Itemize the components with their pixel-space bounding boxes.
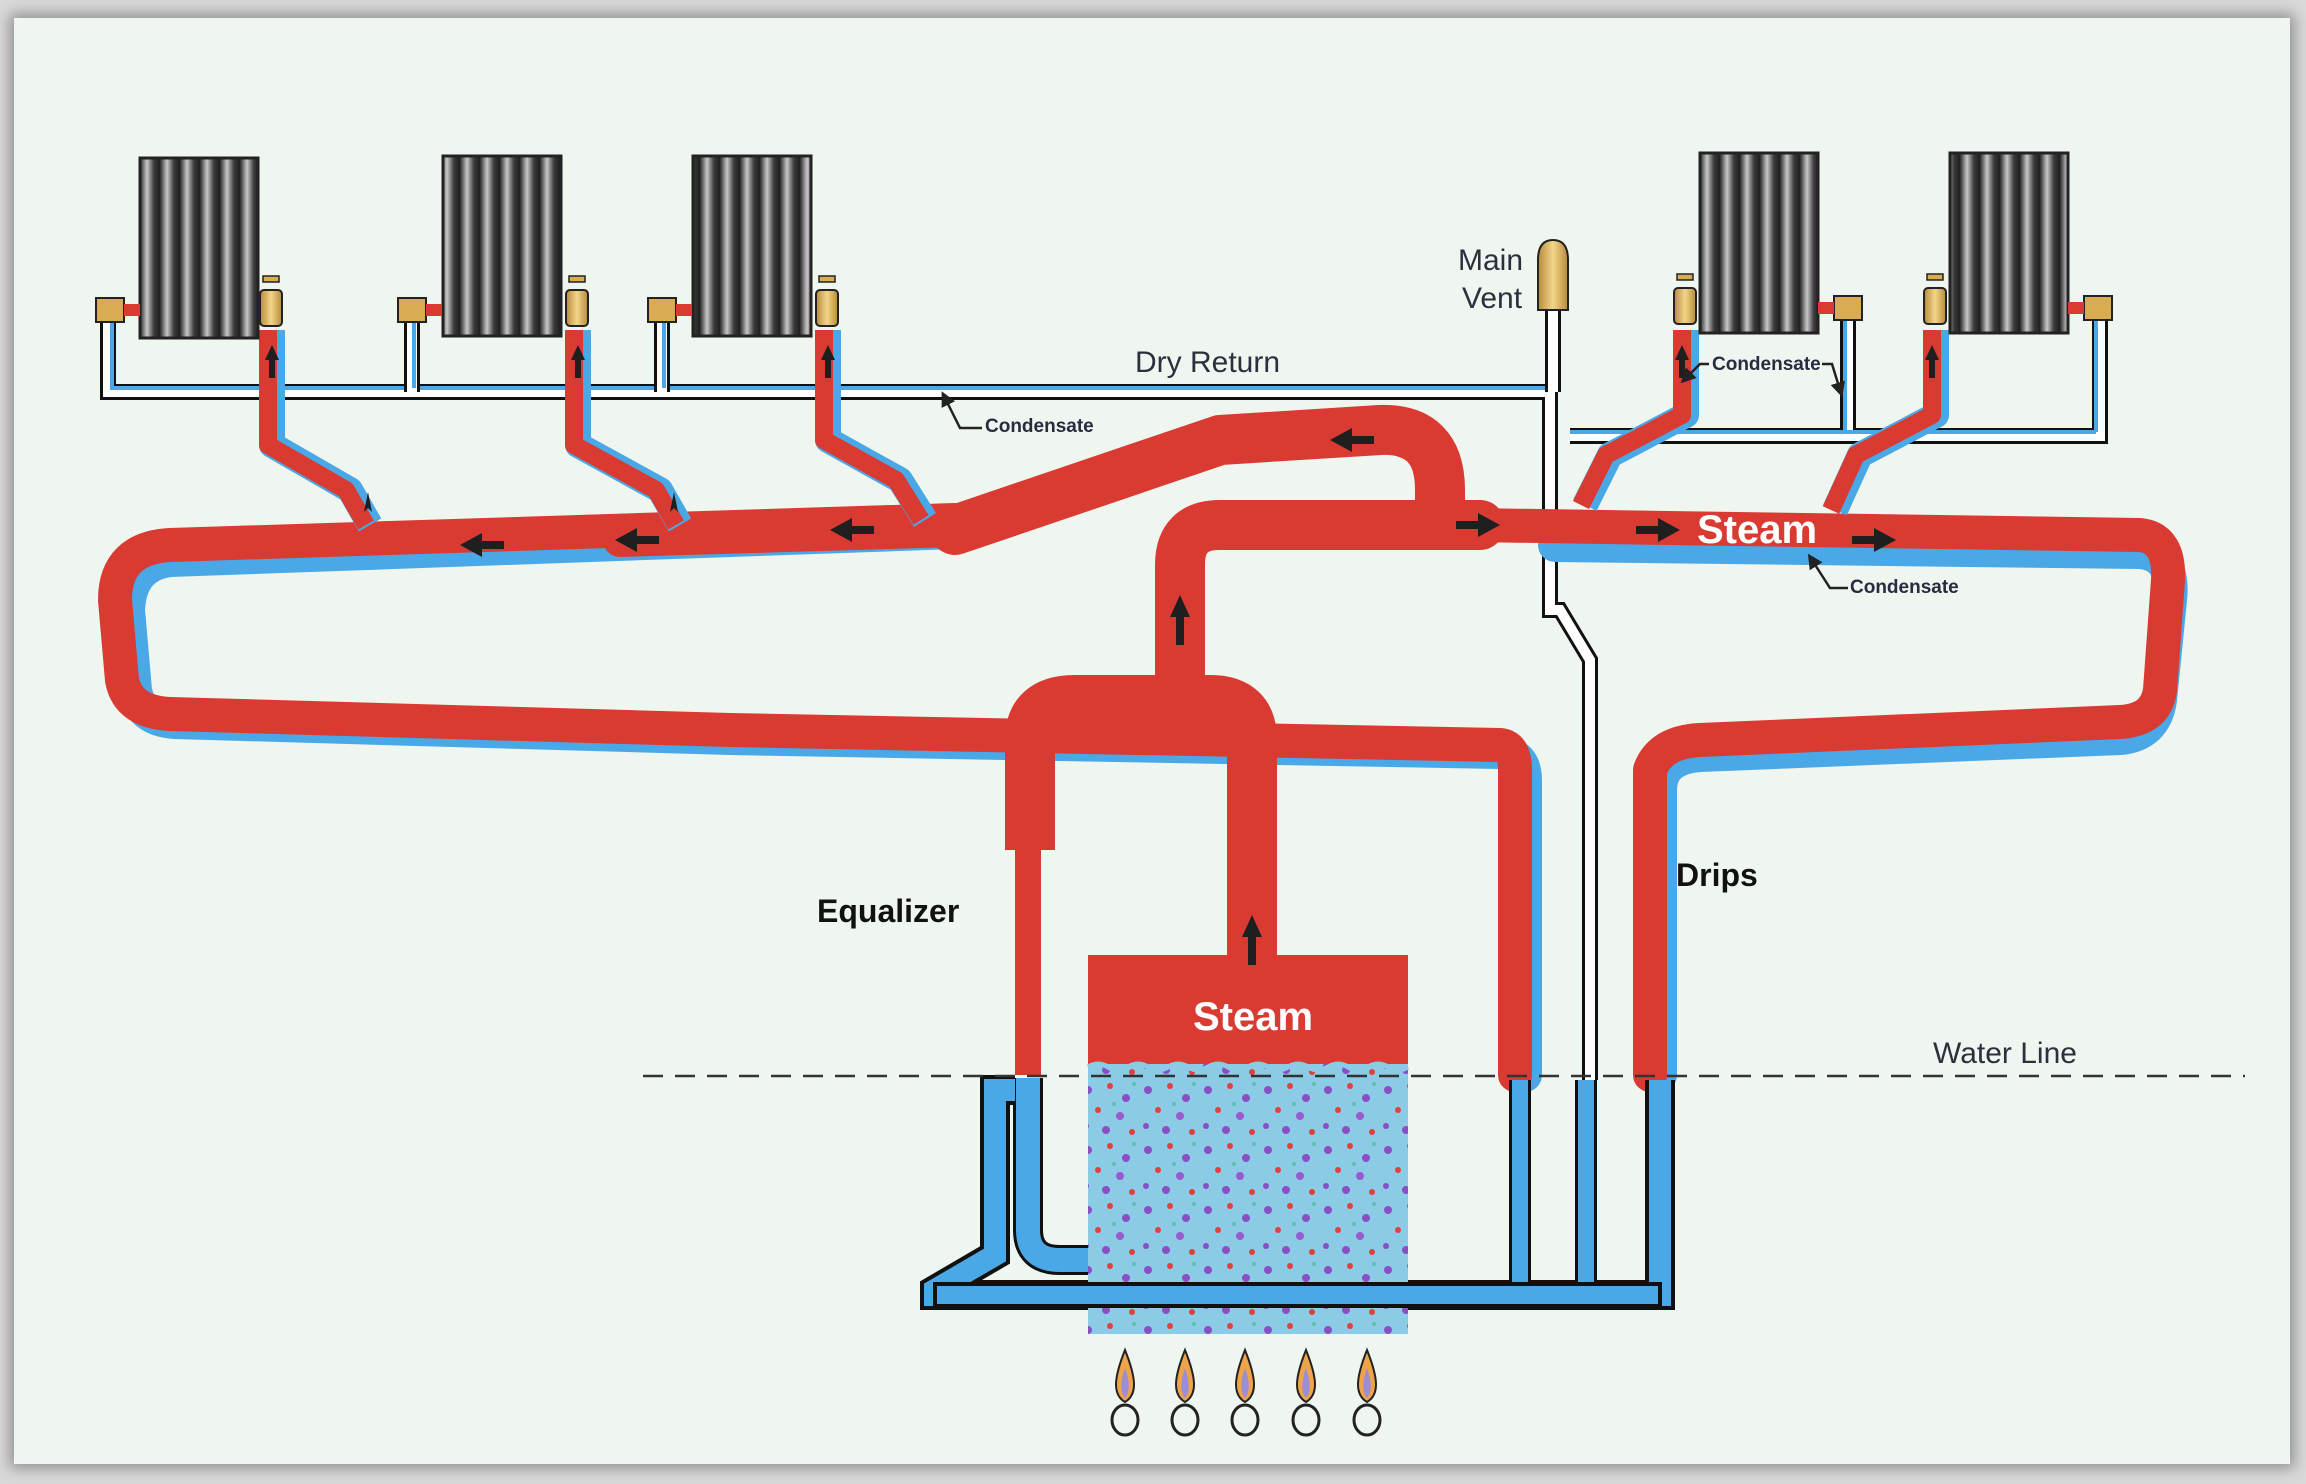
boiler-steam-space xyxy=(1088,955,1408,1067)
arrow-left-icon xyxy=(1330,428,1374,452)
radiator-valve-icon xyxy=(565,289,589,327)
radiators xyxy=(95,151,2113,340)
steam-main-label: Steam xyxy=(1697,508,1817,552)
flow-arrows xyxy=(265,345,1939,965)
radiator-vent-icon xyxy=(397,297,427,323)
radiator-valve-icon xyxy=(815,289,839,327)
arrow-up-icon xyxy=(364,492,372,512)
radiator-valve-icon xyxy=(1673,287,1697,325)
arrow-up-icon xyxy=(1925,345,1939,378)
dry-return-pipe xyxy=(100,305,2108,1080)
condensate-leaders xyxy=(941,362,1848,590)
arrow-left-icon xyxy=(830,518,874,542)
radiator-valve-icon xyxy=(259,289,283,327)
boiler xyxy=(933,955,1662,1334)
radiator xyxy=(647,154,839,338)
radiator-risers xyxy=(259,330,1949,532)
arrow-up-icon xyxy=(1170,595,1190,645)
condensate-label: Condensate xyxy=(1712,354,1821,375)
labels: Main Vent Dry Return Condensate Condensa… xyxy=(817,244,2077,1070)
water-line-label: Water Line xyxy=(1933,1037,2077,1070)
drips-label: Drips xyxy=(1676,857,1758,893)
burner-flame-icon xyxy=(1291,1347,1321,1437)
burner-flame-icon xyxy=(1170,1347,1200,1437)
arrow-up-icon xyxy=(1242,915,1262,965)
equalizer-label: Equalizer xyxy=(817,893,959,929)
arrow-up-icon xyxy=(1675,345,1689,378)
arrow-left-icon xyxy=(615,528,659,552)
main-vent-icon xyxy=(1537,238,1569,311)
arrow-right-icon xyxy=(1456,513,1500,537)
arrow-up-icon xyxy=(571,345,585,378)
burners xyxy=(1110,1347,1382,1437)
burner-flame-icon xyxy=(1230,1347,1260,1437)
radiator-vent-icon xyxy=(1833,295,1863,321)
radiator xyxy=(1923,151,2113,335)
burner-flame-icon xyxy=(1352,1347,1382,1437)
radiator xyxy=(95,156,283,340)
radiator xyxy=(397,154,589,338)
arrow-up-icon xyxy=(821,345,835,378)
steam-main-loop xyxy=(98,404,2188,1092)
main-vent-label-line2: Vent xyxy=(1462,282,1523,315)
arrow-right-icon xyxy=(1636,518,1680,542)
equalizer-loop xyxy=(1005,675,1277,1075)
condensate-label: Condensate xyxy=(1850,577,1959,598)
condensate-label: Condensate xyxy=(985,416,1094,437)
arrow-up-icon xyxy=(265,345,279,378)
radiator xyxy=(1673,151,1863,335)
arrow-left-icon xyxy=(460,533,504,557)
main-vent-label-line1: Main xyxy=(1458,244,1523,277)
dry-return-label: Dry Return xyxy=(1135,346,1280,379)
arrow-up-icon xyxy=(670,492,678,512)
radiator-vent-icon xyxy=(2083,295,2113,321)
radiator-vent-icon xyxy=(95,297,125,323)
radiator-valve-icon xyxy=(1923,287,1947,325)
boiler-steam-label: Steam xyxy=(1193,995,1313,1039)
arrow-right-icon xyxy=(1852,528,1896,552)
radiator-vent-icon xyxy=(647,297,677,323)
burner-flame-icon xyxy=(1110,1347,1140,1437)
